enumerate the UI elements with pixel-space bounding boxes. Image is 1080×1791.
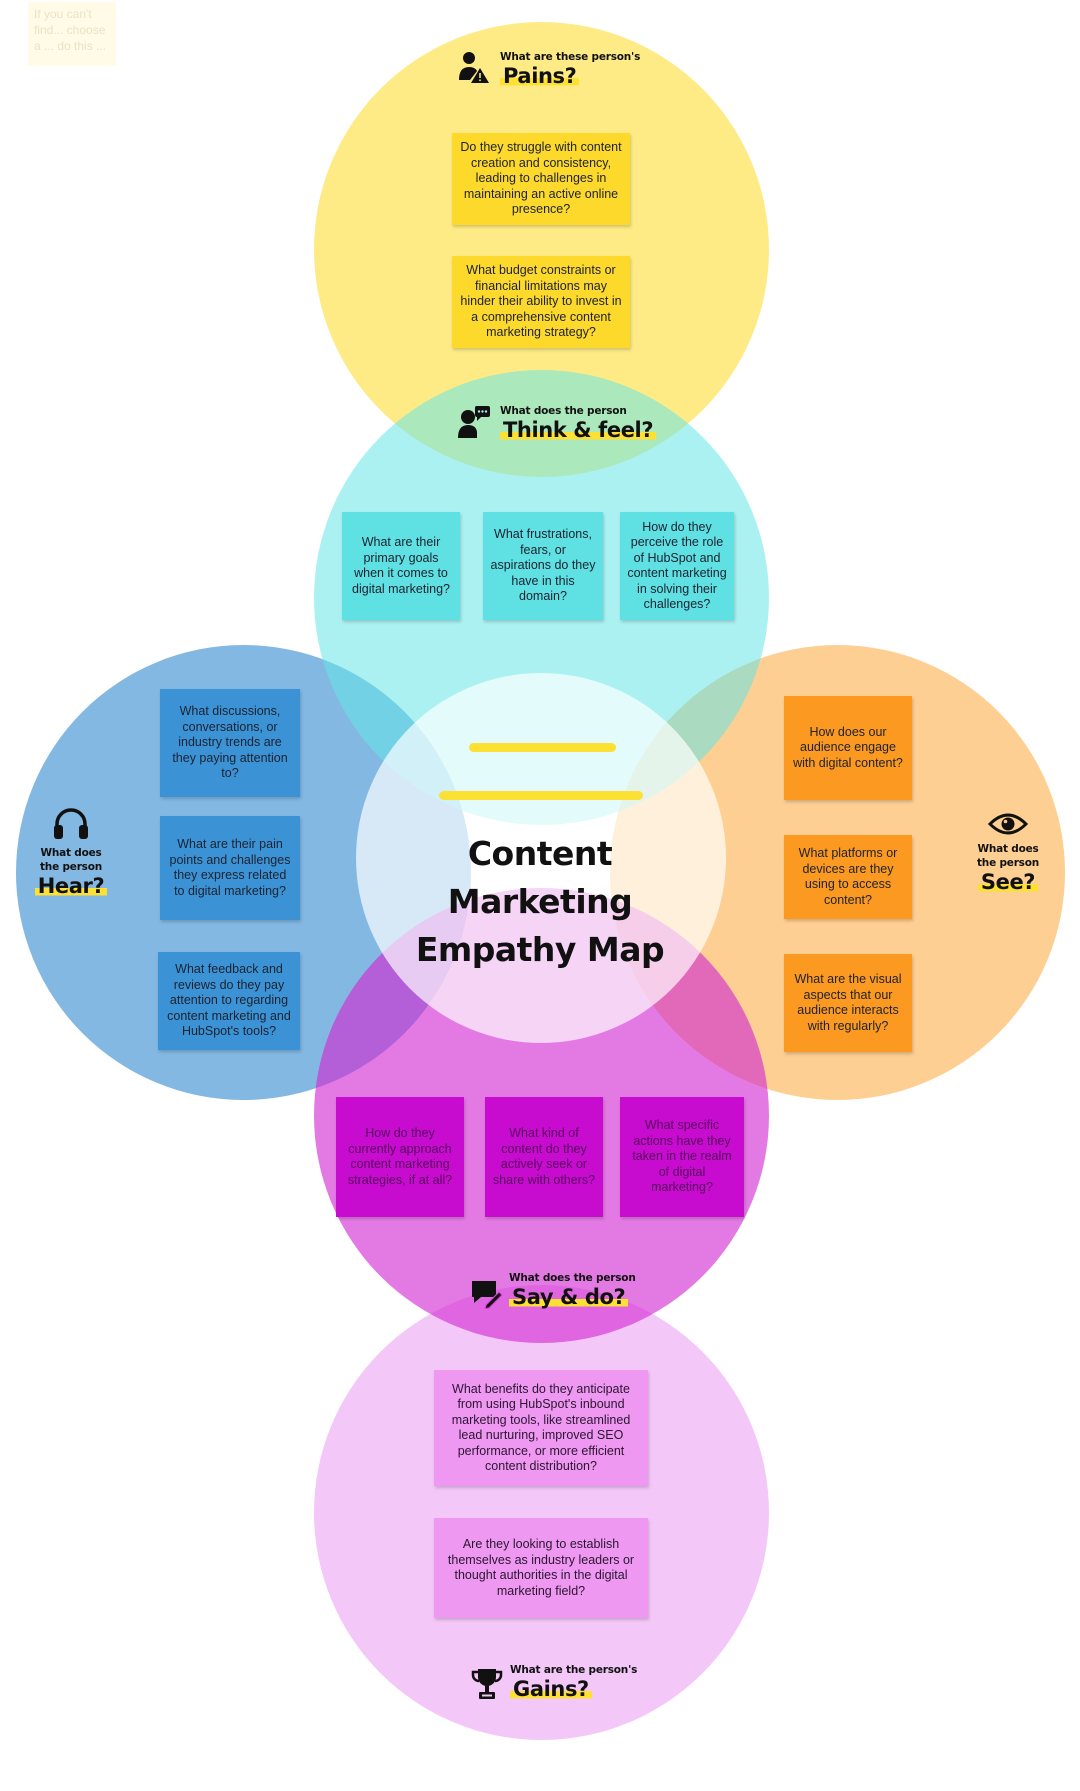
center-circle [356, 673, 726, 1043]
decor-bar-top [469, 743, 616, 752]
hear-note-3[interactable]: What feedback and reviews do they pay at… [158, 952, 300, 1050]
trophy-icon [471, 1669, 503, 1699]
think-note-3[interactable]: How do they perceive the role of HubSpot… [620, 512, 734, 620]
think-note-2[interactable]: What frustrations, fears, or aspirations… [483, 512, 603, 620]
think-note-1[interactable]: What are their primary goals when it com… [342, 512, 460, 620]
ghost-note: If you can't find... choose a ... do thi… [28, 2, 116, 66]
pains-label-small: What are these person's [500, 51, 641, 63]
see-label-small-1: What does [977, 843, 1039, 855]
hear-label-small-1: What does [40, 847, 102, 859]
headphones-icon [54, 808, 88, 839]
person-warning-icon [459, 52, 489, 83]
pains-heading: What are these person's Pains? [500, 50, 640, 88]
think-heading: What does the person Think & feel? [500, 404, 657, 442]
gains-label-big: Gains? [510, 1677, 592, 1701]
see-note-1[interactable]: How does our audience engage with digita… [784, 696, 912, 800]
pains-note-2[interactable]: What budget constraints or financial lim… [452, 256, 630, 348]
see-note-3[interactable]: What are the visual aspects that our aud… [784, 954, 912, 1052]
hear-note-2[interactable]: What are their pain points and challenge… [160, 816, 300, 920]
gains-note-1[interactable]: What benefits do they anticipate from us… [434, 1370, 648, 1486]
say-note-2[interactable]: What kind of content do they actively se… [485, 1097, 603, 1217]
think-label-small: What does the person [500, 405, 627, 417]
say-note-1[interactable]: How do they currently approach content m… [336, 1097, 464, 1217]
chat-pencil-icon [472, 1281, 502, 1309]
see-note-2[interactable]: What platforms or devices are they using… [784, 835, 912, 919]
say-note-3[interactable]: What specific actions have they taken in… [620, 1097, 744, 1217]
hear-label-small-2: the person [39, 861, 103, 873]
pains-label-big: Pains? [500, 64, 580, 88]
see-heading: What does the person See? [966, 842, 1050, 894]
say-label-small: What does the person [509, 1272, 636, 1284]
person-thought-icon [458, 406, 490, 438]
hear-note-1[interactable]: What discussions, conversations, or indu… [160, 689, 300, 797]
hear-label-big: Hear? [34, 874, 108, 898]
say-heading: What does the person Say & do? [509, 1271, 636, 1309]
eye-icon [988, 813, 1028, 835]
map-title: Content Marketing Empathy Map [415, 834, 665, 969]
gains-label-small: What are the person's [510, 1664, 638, 1676]
gains-circle [314, 1285, 769, 1740]
gains-note-2[interactable]: Are they looking to establish themselves… [434, 1518, 648, 1618]
see-label-big: See? [977, 870, 1039, 894]
gains-heading: What are the person's Gains? [510, 1663, 637, 1701]
say-label-big: Say & do? [509, 1285, 629, 1309]
decor-bar-bottom [439, 791, 643, 800]
think-label-big: Think & feel? [500, 418, 657, 442]
see-label-small-2: the person [976, 857, 1040, 869]
pains-note-1[interactable]: Do they struggle with content creation a… [452, 133, 630, 225]
hear-heading: What does the person Hear? [30, 846, 112, 898]
